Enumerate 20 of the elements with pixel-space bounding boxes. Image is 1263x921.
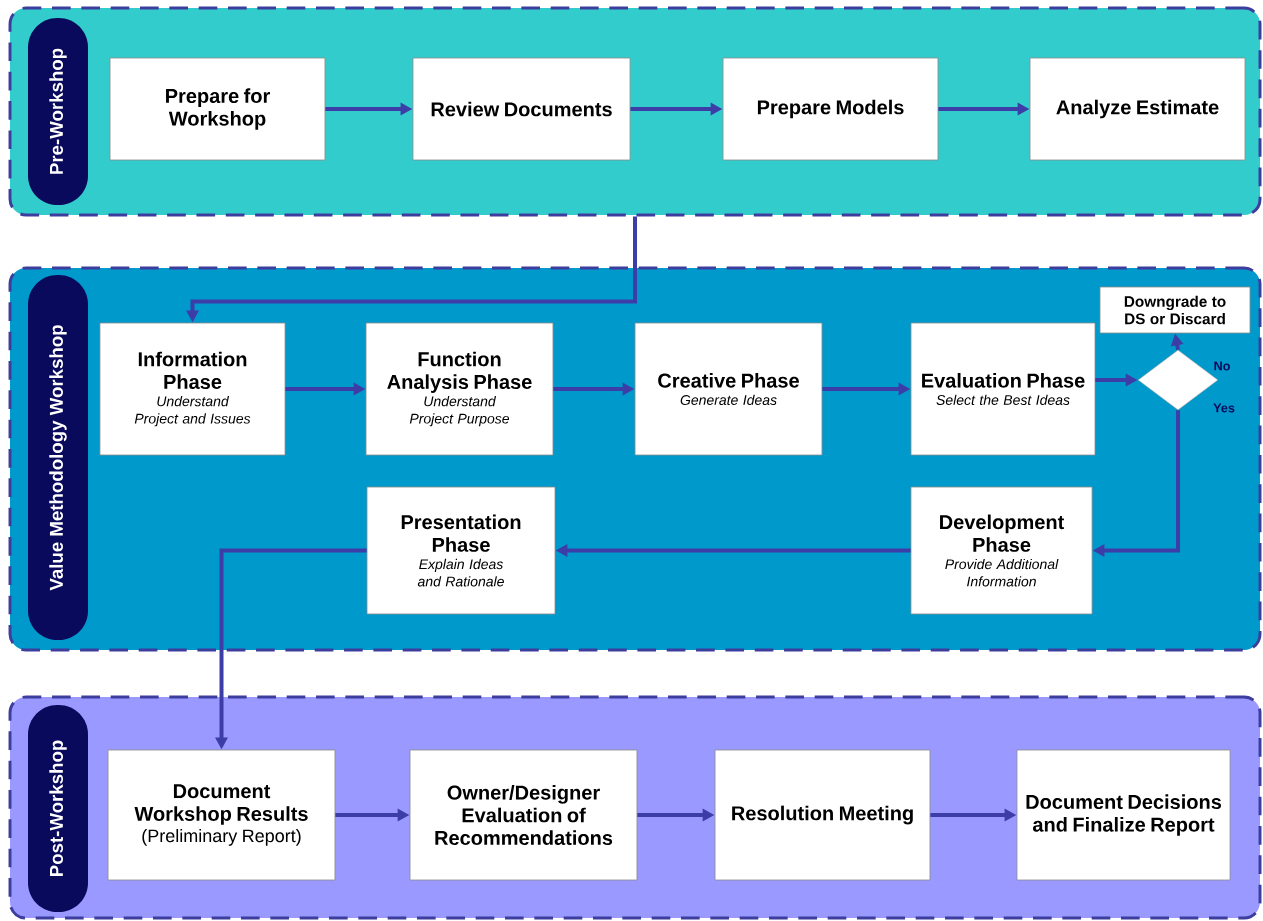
process-box: Owner/Designer Evaluation of Recommendations [409, 749, 638, 881]
process-box: Prepare for Workshop [109, 57, 326, 161]
process-box: Creative Phase Generate Ideas [634, 322, 823, 456]
process-box: Presentation Phase Explain Ideas and Rationale [366, 486, 556, 615]
process-box: Analyze Estimate [1029, 57, 1246, 161]
lane-label: Pre-Workshop [28, 18, 88, 205]
process-box: Function Analysis Phase Understand Project Purpose [365, 322, 554, 456]
process-box: Document Decisions and Finalize Report [1016, 749, 1231, 881]
process-box: Information Phase Understand Project and Issues [99, 322, 286, 456]
process-box: Development Phase Provide Additional Information [910, 486, 1093, 615]
edge-label: No [1214, 361, 1230, 371]
process-box: Review Documents [412, 57, 631, 161]
process-box: Prepare Models [722, 57, 939, 161]
lane-label: Post-Workshop [28, 705, 88, 912]
edge-label: Yes [1213, 403, 1235, 413]
process-box: Downgrade to DS or Discard [1099, 286, 1251, 334]
process-box: Document Workshop Results (Preliminary Report) [107, 749, 336, 881]
process-box: Evaluation Phase Select the Best Ideas [910, 322, 1096, 456]
lane-label: Value Methodology Workshop [28, 274, 88, 641]
process-box: Resolution Meeting [714, 749, 931, 881]
